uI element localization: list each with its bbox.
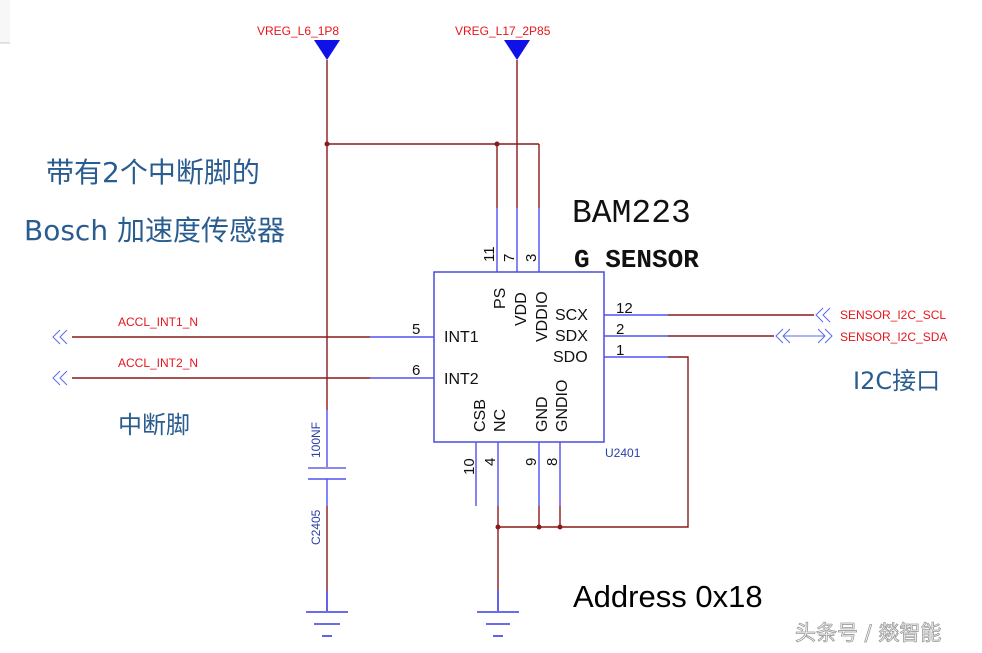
power-rail-1: VREG_L6_1P8 xyxy=(257,24,340,60)
pin-name-gnd: GND xyxy=(534,396,551,432)
annotation-title-line1: 带有2个中断脚的 xyxy=(46,156,260,189)
pin-number-sdo: 1 xyxy=(616,342,624,359)
junction-dot xyxy=(494,141,500,147)
pin-number-ps: 11 xyxy=(481,246,498,262)
offpage-port-sda-icon xyxy=(775,328,833,344)
junction-dot xyxy=(557,524,563,530)
offpage-port-scl-icon xyxy=(815,307,831,323)
net-label-int1: ACCL_INT1_N xyxy=(118,315,198,329)
net-label-int2: ACCL_INT2_N xyxy=(118,356,198,370)
pin-name-vdd: VDD xyxy=(513,292,530,326)
ground-symbol-icon xyxy=(306,611,348,637)
capacitor-value: 100NF xyxy=(309,422,323,458)
ground-symbol-icon xyxy=(477,611,519,637)
pin-name-int2: INT2 xyxy=(444,371,479,388)
watermark: 头条号 / 燚智能 xyxy=(795,621,941,645)
power-rail-1-label: VREG_L6_1P8 xyxy=(257,24,339,38)
pin-number-int1: 5 xyxy=(412,321,420,338)
pin-name-nc: NC xyxy=(492,409,509,432)
power-rail-2: VREG_L17_2P85 xyxy=(455,24,551,60)
pin-number-csb: 10 xyxy=(461,458,478,475)
pin-number-int2: 6 xyxy=(412,362,420,379)
pin-name-ps: PS xyxy=(492,288,509,309)
junction-dot xyxy=(324,141,330,147)
component-reference: U2401 xyxy=(605,446,641,460)
corner-artifact xyxy=(0,0,10,43)
pin-name-sdo: SDO xyxy=(553,349,588,366)
power-arrow-icon xyxy=(314,40,340,60)
part-description: G SENSOR xyxy=(574,245,699,275)
net-label-scl: SENSOR_I2C_SCL xyxy=(840,308,946,322)
pin-number-scx: 12 xyxy=(616,300,633,317)
pin-number-gndio: 8 xyxy=(544,458,561,466)
pin-number-vdd: 7 xyxy=(501,254,518,262)
pin-name-int1: INT1 xyxy=(444,329,479,346)
power-rail-2-label: VREG_L17_2P85 xyxy=(455,24,551,38)
pin-name-csb: CSB xyxy=(472,399,489,432)
capacitor-reference: C2405 xyxy=(309,509,323,545)
pin-number-gnd: 9 xyxy=(523,458,540,466)
pin-name-scx: SCX xyxy=(555,307,588,324)
part-number: BAM223 xyxy=(572,195,691,232)
pin-number-sdx: 2 xyxy=(616,321,624,338)
annotation-i2c-interface: I2C接口 xyxy=(853,367,940,395)
annotation-address: Address 0x18 xyxy=(573,579,763,614)
power-arrow-icon xyxy=(504,40,530,60)
pin-name-gndio: GNDIO xyxy=(554,380,571,432)
annotation-title-line2: Bosch 加速度传感器 xyxy=(24,214,285,247)
pin-name-sdx: SDX xyxy=(555,328,588,345)
wire-sdo-gnd xyxy=(497,356,689,528)
pin-number-nc: 4 xyxy=(482,458,499,466)
offpage-port-int1-icon xyxy=(52,329,68,345)
junction-dot xyxy=(536,524,542,530)
annotation-interrupt-pins: 中断脚 xyxy=(118,411,190,439)
net-label-sda: SENSOR_I2C_SDA xyxy=(840,330,947,344)
pin-name-vddio: VDDIO xyxy=(534,291,551,342)
offpage-port-int2-icon xyxy=(52,370,68,386)
pin-number-vddio: 3 xyxy=(523,254,540,262)
